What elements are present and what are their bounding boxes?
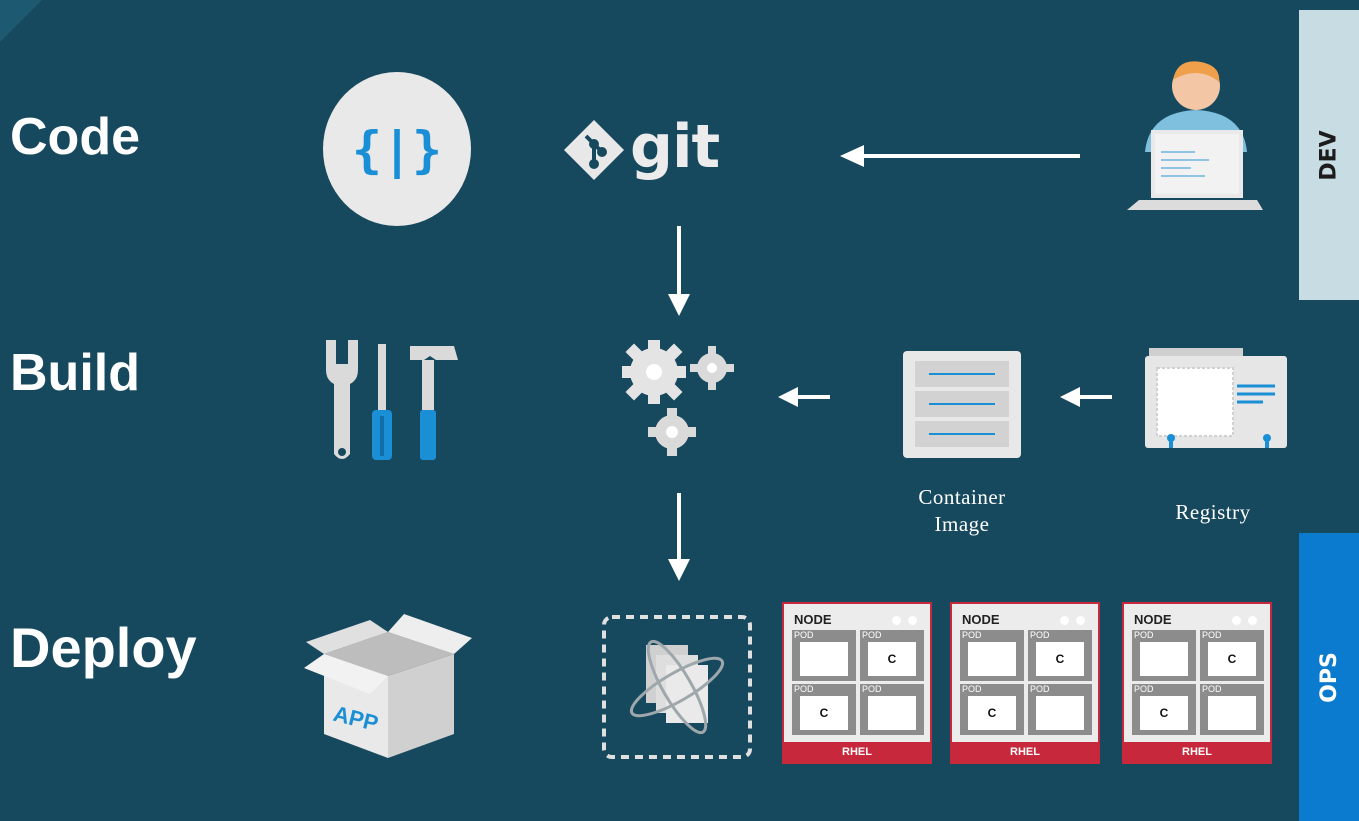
pod-label: POD	[1134, 684, 1154, 694]
dev-tab: DEV	[1299, 10, 1359, 300]
node-status-dot	[1060, 616, 1069, 625]
pod-container-slot: C	[868, 642, 916, 676]
pod-container-slot	[800, 642, 848, 676]
pod-label: POD	[862, 684, 882, 694]
source-code-icon: {|}	[322, 71, 472, 227]
arrow-git-to-build	[668, 226, 690, 316]
ops-tab-label: OPS	[1316, 651, 1342, 703]
container-image-caption-line2: Image	[934, 512, 990, 536]
node-os-footer: RHEL	[784, 742, 930, 762]
pod-container-slot	[1208, 696, 1256, 730]
arrow-image-to-build	[778, 387, 830, 407]
container-image-caption-line1: Container	[918, 485, 1006, 509]
tools-icon	[318, 334, 464, 464]
node-title: NODE	[794, 612, 832, 627]
pod-container-slot	[1036, 696, 1084, 730]
pod-cell: POD	[792, 630, 856, 681]
registry-caption: Registry	[1175, 500, 1251, 524]
pod-cell: POD	[1200, 684, 1264, 735]
node-status-dot	[1248, 616, 1257, 625]
pod-cell: POD	[1028, 684, 1092, 735]
pod-cell: POD	[960, 630, 1024, 681]
pod-label: POD	[962, 630, 982, 640]
pod-label: POD	[1030, 684, 1050, 694]
pod-cell: POD C	[860, 630, 924, 681]
container-image-icon	[903, 351, 1021, 458]
arrow-dev-to-git	[840, 145, 1080, 167]
stage-label-code: Code	[10, 108, 140, 166]
node-status-dot	[892, 616, 901, 625]
pod-container-slot: C	[1208, 642, 1256, 676]
dev-tab-label: DEV	[1316, 129, 1342, 181]
pod-cell: POD C	[1132, 684, 1196, 735]
pod-cell: POD	[860, 684, 924, 735]
app-box-icon: APP	[304, 606, 474, 762]
pod-container-slot	[968, 642, 1016, 676]
pod-cell: POD C	[1200, 630, 1264, 681]
node-title: NODE	[962, 612, 1000, 627]
pod-container-slot: C	[1036, 642, 1084, 676]
pod-label: POD	[1202, 630, 1222, 640]
pod-label: POD	[1030, 630, 1050, 640]
git-diamond-icon	[562, 118, 626, 182]
pod-container-slot	[868, 696, 916, 730]
arrow-build-to-deploy	[668, 493, 690, 581]
pod-container-slot	[1140, 642, 1188, 676]
node-os-footer: RHEL	[952, 742, 1098, 762]
pod-label: POD	[962, 684, 982, 694]
node-panel: NODE POD POD C POD C POD RHEL	[1122, 602, 1272, 764]
node-status-dot	[908, 616, 917, 625]
pod-label: POD	[1134, 630, 1154, 640]
code-braces-glyph: {|}	[352, 121, 442, 179]
node-os-footer: RHEL	[1124, 742, 1270, 762]
stage-label-build: Build	[10, 344, 140, 402]
git-wordmark: git	[630, 112, 720, 182]
node-panel: NODE POD POD C POD C POD RHEL	[950, 602, 1100, 764]
node-title: NODE	[1134, 612, 1172, 627]
pod-container-slot: C	[1140, 696, 1188, 730]
pod-container-slot: C	[800, 696, 848, 730]
node-status-dot	[1232, 616, 1241, 625]
pod-label: POD	[794, 630, 814, 640]
arrow-registry-to-image	[1060, 387, 1112, 407]
container-image-caption: Container Image	[892, 484, 1032, 538]
stage-label-deploy: Deploy	[10, 616, 197, 679]
gears-icon	[610, 334, 740, 460]
developer-laptop-icon	[1125, 60, 1265, 212]
pod-cell: POD	[1132, 630, 1196, 681]
pod-cell: POD C	[960, 684, 1024, 735]
node-panel: NODE POD POD C POD C POD RHEL	[782, 602, 932, 764]
pod-label: POD	[862, 630, 882, 640]
pod-cell: POD C	[792, 684, 856, 735]
ops-tab: OPS	[1299, 533, 1359, 821]
corner-accent	[0, 0, 42, 42]
pod-label: POD	[1202, 684, 1222, 694]
pod-deployment-icon	[602, 615, 752, 759]
pod-label: POD	[794, 684, 814, 694]
pod-container-slot: C	[968, 696, 1016, 730]
registry-icon	[1145, 346, 1287, 452]
pod-cell: POD C	[1028, 630, 1092, 681]
node-status-dot	[1076, 616, 1085, 625]
